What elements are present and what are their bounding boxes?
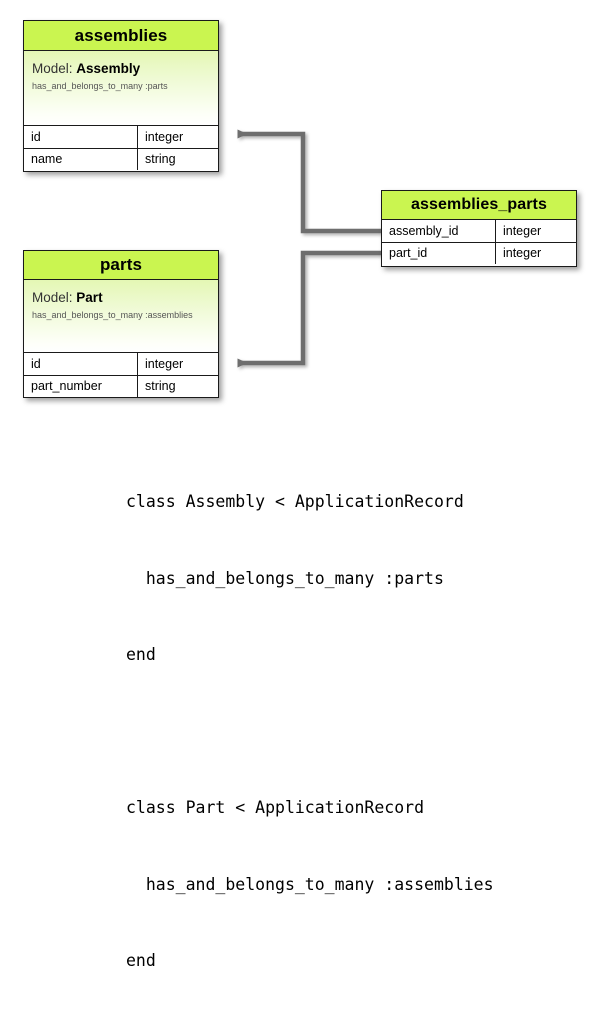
model-label: Model: <box>32 290 73 305</box>
table-row[interactable]: name string <box>24 147 218 170</box>
column-name: part_id <box>382 241 496 264</box>
entity-parts[interactable]: parts Model: Part has_and_belongs_to_man… <box>23 250 219 398</box>
diagram-canvas: assemblies Model: Assembly has_and_belon… <box>23 20 577 970</box>
column-type: integer <box>137 353 218 375</box>
entity-parts-title: parts <box>24 251 218 280</box>
entity-assemblies-parts-title: assemblies_parts <box>382 191 576 220</box>
model-name: Part <box>76 290 103 305</box>
code-line: has_and_belongs_to_many :parts <box>126 568 444 588</box>
entity-assemblies-parts-columns: assembly_id integer part_id integer <box>382 220 576 264</box>
table-row[interactable]: part_number string <box>24 374 218 397</box>
entity-assemblies-model: Model: Assembly <box>32 60 210 77</box>
code-line: end <box>126 645 156 664</box>
column-type: string <box>137 147 218 170</box>
column-name: name <box>24 147 138 170</box>
column-type: integer <box>495 220 576 242</box>
table-row[interactable]: id integer <box>24 353 218 375</box>
code-line: has_and_belongs_to_many :assemblies <box>126 874 494 894</box>
entity-parts-columns: id integer part_number string <box>24 353 218 397</box>
entity-parts-model: Model: Part <box>32 289 210 306</box>
entity-parts-body: Model: Part has_and_belongs_to_many :ass… <box>24 280 218 353</box>
code-line: end <box>126 951 156 970</box>
column-name: part_number <box>24 374 138 397</box>
table-row[interactable]: part_id integer <box>382 241 576 264</box>
entity-assemblies-title: assemblies <box>24 21 218 51</box>
entity-assemblies-columns: id integer name string <box>24 126 218 170</box>
entity-assemblies-parts[interactable]: assemblies_parts assembly_id integer par… <box>381 190 577 267</box>
column-name: assembly_id <box>382 220 496 242</box>
column-name: id <box>24 353 138 375</box>
code-line-blank <box>126 719 494 745</box>
column-name: id <box>24 126 138 148</box>
column-type: integer <box>495 241 576 264</box>
code-snippet: class Assembly < ApplicationRecord has_a… <box>126 438 494 1025</box>
entity-parts-association: has_and_belongs_to_many :assemblies <box>32 310 193 320</box>
model-name: Assembly <box>76 61 141 76</box>
connector-assembly-id <box>237 129 381 234</box>
code-line: class Assembly < ApplicationRecord <box>126 492 464 511</box>
connector-part-id <box>237 250 381 368</box>
column-type: string <box>137 374 218 397</box>
entity-assemblies-body: Model: Assembly has_and_belongs_to_many … <box>24 51 218 126</box>
entity-assemblies-association: has_and_belongs_to_many :parts <box>32 81 168 91</box>
code-line: class Part < ApplicationRecord <box>126 798 425 817</box>
table-row[interactable]: id integer <box>24 126 218 148</box>
table-row[interactable]: assembly_id integer <box>382 220 576 242</box>
model-label: Model: <box>32 61 73 76</box>
column-type: integer <box>137 126 218 148</box>
entity-assemblies[interactable]: assemblies Model: Assembly has_and_belon… <box>23 20 219 172</box>
